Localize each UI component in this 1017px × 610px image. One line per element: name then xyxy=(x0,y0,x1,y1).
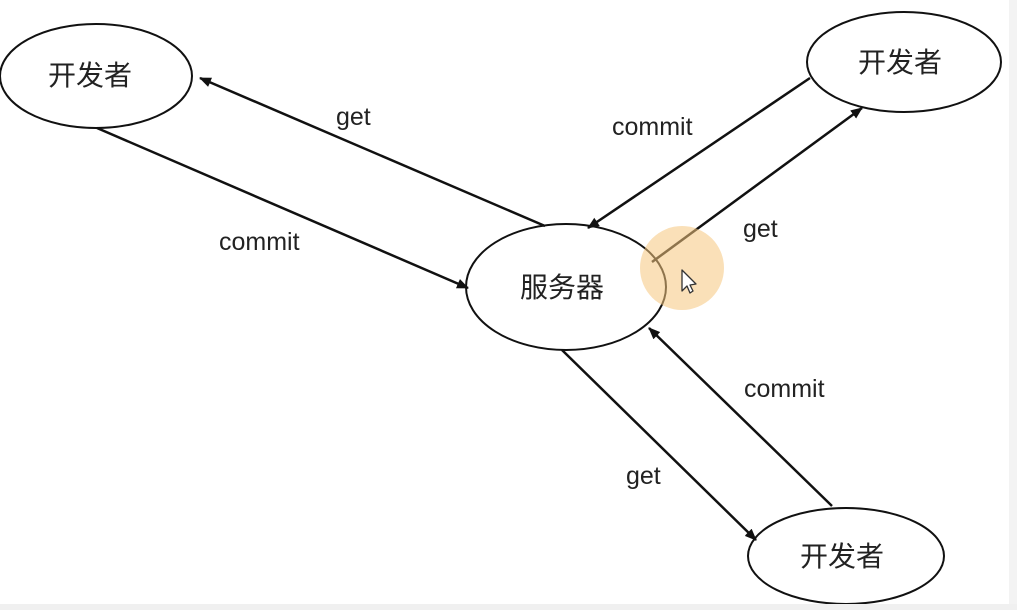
get-arrow-server-to-bottom xyxy=(561,349,757,541)
cursor-highlight xyxy=(640,226,724,310)
server-node: 服务器 xyxy=(465,223,667,351)
commit-arrow-top-right-to-server xyxy=(587,76,811,230)
developer-node-top-left: 开发者 xyxy=(0,23,193,129)
window-edge-bottom xyxy=(0,604,1017,610)
edge-label-top-right-get: get xyxy=(743,215,778,243)
edge-label-bottom-commit: commit xyxy=(744,375,825,403)
developer-node-top-right: 开发者 xyxy=(806,11,1002,113)
developer-label-top-left: 开发者 xyxy=(48,59,132,92)
commit-arrow-top-left-to-server xyxy=(96,126,469,290)
edge-label-bottom-get: get xyxy=(626,462,661,490)
server-label: 服务器 xyxy=(520,271,604,304)
edge-label-top-right-commit: commit xyxy=(612,113,693,141)
developer-label-top-right: 开发者 xyxy=(858,46,942,79)
get-arrow-server-to-top-left xyxy=(199,76,546,228)
edge-label-top-left-get: get xyxy=(336,103,371,131)
edge-label-top-left-commit: commit xyxy=(219,228,300,256)
developer-label-bottom: 开发者 xyxy=(800,540,884,573)
mouse-pointer-icon xyxy=(681,269,697,294)
commit-arrow-bottom-to-server xyxy=(648,327,833,507)
window-edge-right xyxy=(1009,0,1017,610)
developer-node-bottom: 开发者 xyxy=(747,507,945,605)
